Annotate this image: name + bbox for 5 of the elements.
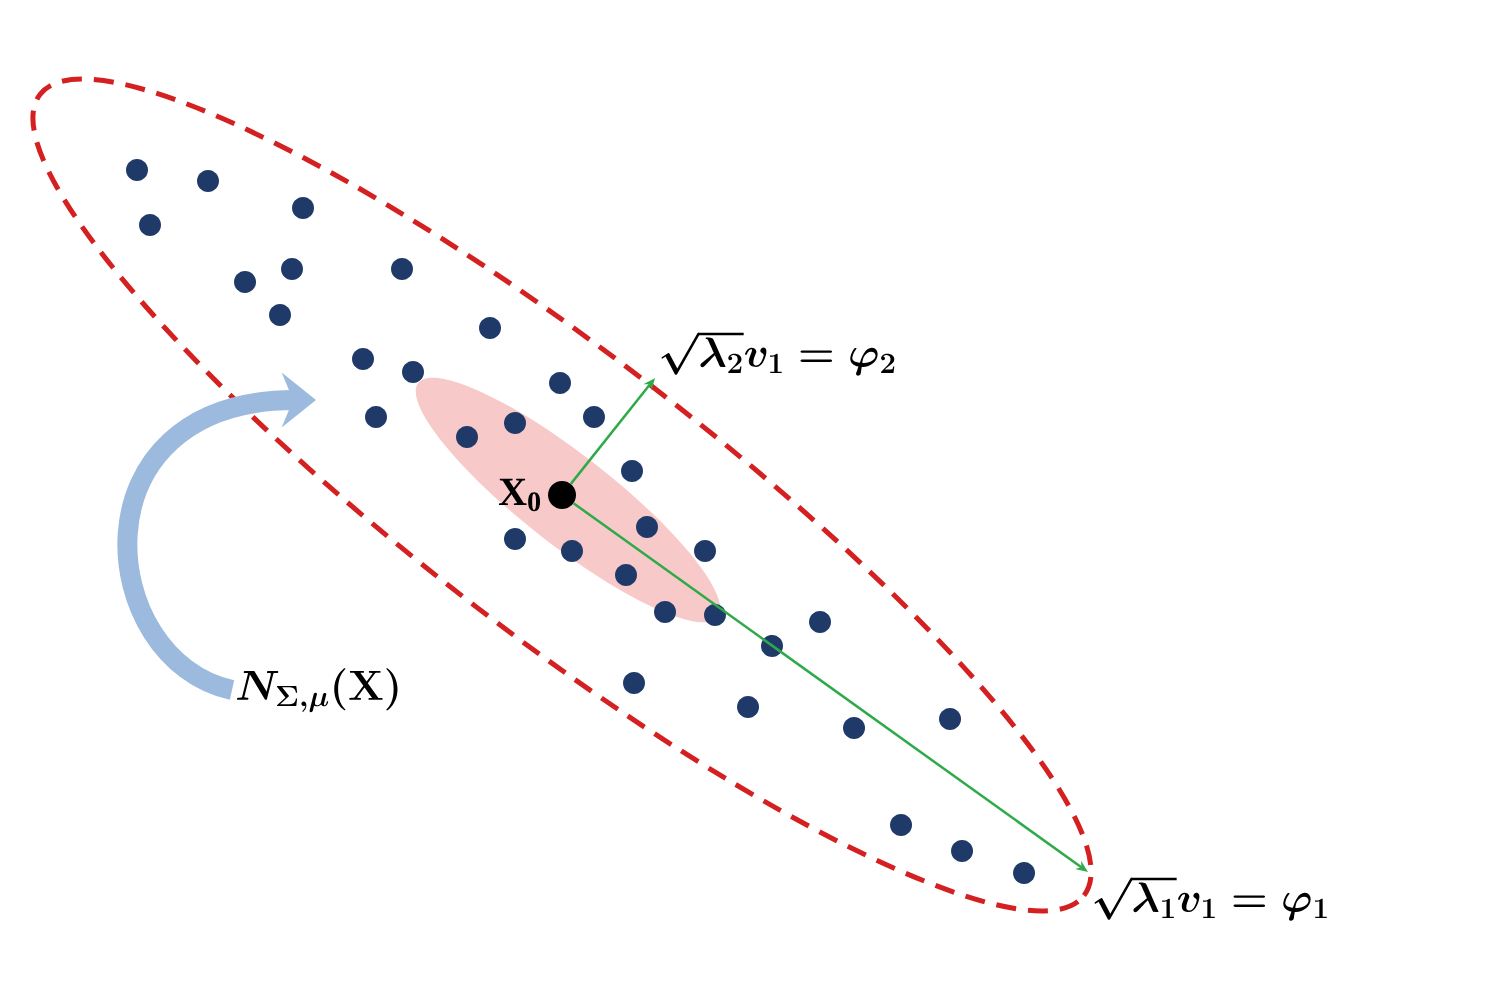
formula-label: $\sqrt{\lambda_2}v_1 = \varphi_2$: [661, 332, 895, 376]
point-label: X$_{0}$: [498, 478, 541, 512]
formula-label: $\sqrt{\lambda_1}v_1 = \varphi_1$: [1094, 877, 1327, 921]
center-point: [548, 481, 576, 509]
formula-label: $N_{\Sigma,\mu}(\mathbf{X})$: [237, 668, 398, 713]
